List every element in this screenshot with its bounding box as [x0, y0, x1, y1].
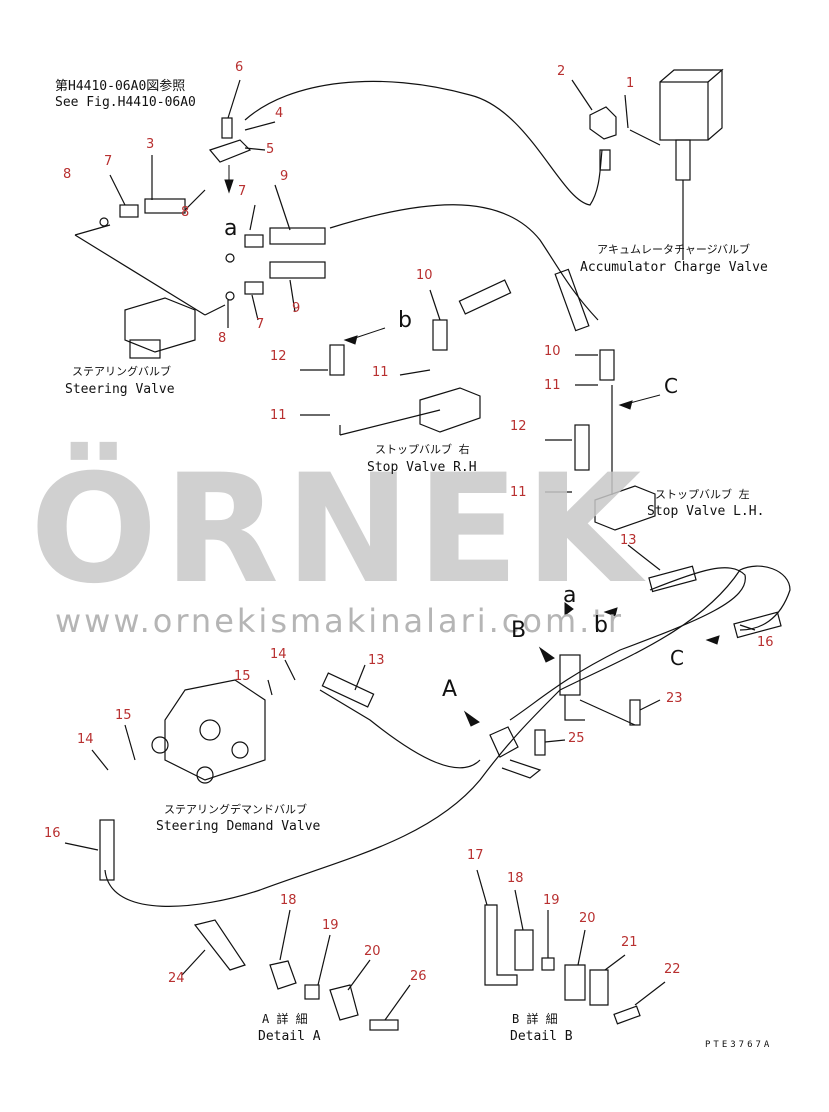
see-fig-jp: 第H4410-06A0図参照: [55, 79, 186, 94]
view-letter-c-lower: C: [670, 646, 684, 670]
callout-17: 17: [467, 848, 484, 863]
detail-b-en: Detail B: [510, 1029, 573, 1044]
callout-14a: 14: [270, 647, 287, 662]
view-letter-b-upper: b: [398, 308, 412, 333]
callout-18a: 18: [507, 871, 524, 886]
stop-valve-rh-en: Stop Valve R.H: [367, 460, 477, 475]
view-letter-a-upper: a: [224, 216, 238, 241]
callout-26: 26: [410, 969, 427, 984]
accumulator-en: Accumulator Charge Valve: [580, 260, 768, 275]
callout-23: 23: [666, 691, 683, 706]
callout-5: 5: [266, 142, 275, 157]
callout-11c: 11: [544, 378, 561, 393]
watermark-url: www.ornekismakinalari.com.tr: [55, 602, 625, 640]
watermark-brand: ÖRNEK: [30, 443, 648, 617]
stop-valve-lh-jp: ストップバルブ 左: [655, 488, 750, 501]
callout-22: 22: [664, 962, 681, 977]
see-fig-en: See Fig.H4410-06A0: [55, 95, 196, 110]
callout-9a: 9: [280, 169, 289, 184]
view-letter-c-upper: C: [664, 374, 678, 398]
callout-9b: 9: [292, 301, 301, 316]
demand-valve-en: Steering Demand Valve: [156, 819, 321, 834]
callout-10a: 10: [416, 268, 433, 283]
detail-a-jp: A 詳 細: [262, 1012, 308, 1026]
hose-steering-right: [329, 204, 599, 321]
fitting-2: [589, 106, 617, 140]
callout-25: 25: [568, 731, 585, 746]
view-letter-A: A: [442, 677, 458, 702]
callout-6: 6: [235, 60, 244, 75]
callout-18b: 18: [280, 893, 297, 908]
steering-valve-en: Steering Valve: [65, 382, 175, 397]
stop-valve-rh-body: [419, 387, 481, 433]
bracket-24: [193, 919, 246, 971]
callout-8c: 8: [218, 331, 227, 346]
callout-8a: 8: [63, 167, 72, 182]
callout-2: 2: [557, 64, 566, 79]
accumulator-jp: アキュムレータチャージバルブ: [597, 243, 751, 256]
drawing-number: PTE3767A: [705, 1040, 773, 1050]
callout-15b: 15: [115, 708, 132, 723]
callout-1: 1: [626, 76, 635, 91]
callout-11a: 11: [372, 365, 389, 380]
callout-16b: 16: [44, 826, 61, 841]
hose-13-left: [319, 689, 481, 769]
callout-19a: 19: [543, 893, 560, 908]
callout-11b: 11: [270, 408, 287, 423]
hose-accumulator: [244, 80, 603, 206]
view-letter-a-lower: a: [563, 583, 577, 608]
callout-8b: 8: [181, 205, 190, 220]
detail-b-jp: B 詳 細: [512, 1012, 558, 1026]
callout-19b: 19: [322, 918, 339, 933]
callout-11d: 11: [510, 485, 527, 500]
callout-7c: 7: [256, 317, 265, 332]
view-letter-B: B: [511, 618, 527, 643]
view-letter-b-lower: b: [594, 613, 608, 638]
callout-12a: 12: [270, 349, 287, 364]
stop-valve-lh-body: [594, 485, 656, 531]
callout-3: 3: [146, 137, 155, 152]
bracket-17: [484, 904, 518, 986]
stop-valve-rh-jp: ストップバルブ 右: [375, 443, 470, 456]
hose-13-right: [509, 567, 746, 721]
accumulator-valve-body: [659, 81, 709, 141]
callout-14b: 14: [77, 732, 94, 747]
stop-valve-lh-en: Stop Valve L.H.: [647, 504, 765, 519]
callout-16a: 16: [757, 635, 774, 650]
callout-4: 4: [275, 106, 284, 121]
callout-15a: 15: [234, 669, 251, 684]
demand-valve-jp: ステアリングデマンドバルブ: [164, 803, 307, 816]
steering-valve-jp: ステアリングバルブ: [72, 365, 171, 378]
detail-a-en: Detail A: [258, 1029, 321, 1044]
callout-20a: 20: [579, 911, 596, 926]
callout-13a: 13: [620, 533, 637, 548]
hose-16-left: [104, 689, 561, 907]
steering-valve-body: [124, 297, 196, 353]
callout-13b: 13: [368, 653, 385, 668]
callout-21: 21: [621, 935, 638, 950]
demand-valve-body: [164, 679, 266, 781]
callout-7b: 7: [238, 184, 247, 199]
callout-12b: 12: [510, 419, 527, 434]
callout-10b: 10: [544, 344, 561, 359]
callout-20b: 20: [364, 944, 381, 959]
callout-24: 24: [168, 971, 185, 986]
hose-16-right: [559, 565, 791, 691]
callout-7a: 7: [104, 154, 113, 169]
